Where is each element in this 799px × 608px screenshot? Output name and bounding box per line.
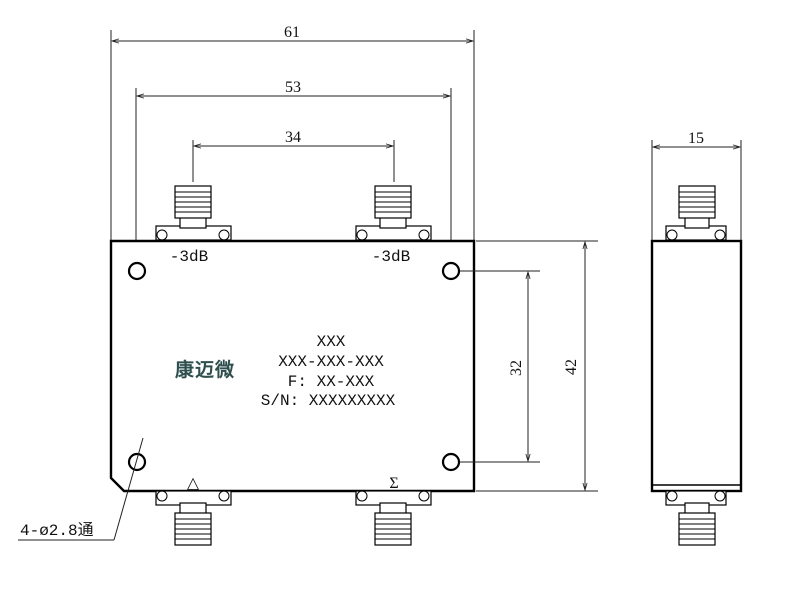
label-line-2: XXX-XXX-XXX [278,353,384,371]
label-line-1: XXX [317,333,346,351]
mounting-hole-bottom-left [127,452,147,472]
sigma-port-symbol: Σ [389,475,398,492]
label-line-4: S/N: XXXXXXXXX [261,392,396,410]
port-label-right: -3dB [372,248,410,266]
sma-connector-top-left [155,185,232,241]
dimension-61-label: 61 [284,24,300,41]
port-label-left: -3dB [170,248,208,266]
sma-connector-bottom-left [155,490,232,546]
dimension-42: 42 [476,240,598,492]
brand-logo: 康迈微 [175,358,235,381]
sma-connector-top-right [355,185,432,241]
main-body-outline [109,239,476,493]
dimension-42-label: 42 [563,359,580,375]
dimension-34-label: 34 [285,129,301,146]
dimension-32-label: 32 [508,360,525,376]
dimension-32: 32 [460,270,540,463]
mounting-hole-top-right [441,261,461,281]
dimension-53-label: 53 [285,79,301,96]
dimension-53: 53 [135,79,452,262]
side-view-connector-top [665,185,727,241]
hole-note: 4-ø2.8通 [18,437,144,541]
side-view-body [650,239,743,493]
label-line-3: F: XX-XXX [288,373,375,391]
delta-port-symbol: △ [187,475,200,492]
dimension-61: 61 [110,24,475,240]
side-view-connector-bottom [665,490,727,546]
mounting-hole-top-left [127,261,147,281]
dimension-15-label: 15 [688,130,704,147]
sma-connector-bottom-right [355,490,432,546]
mounting-hole-bottom-right [441,452,461,472]
dimension-15: 15 [651,130,742,240]
dimension-34: 34 [192,129,395,182]
hole-note-text: 4-ø2.8通 [20,521,94,540]
